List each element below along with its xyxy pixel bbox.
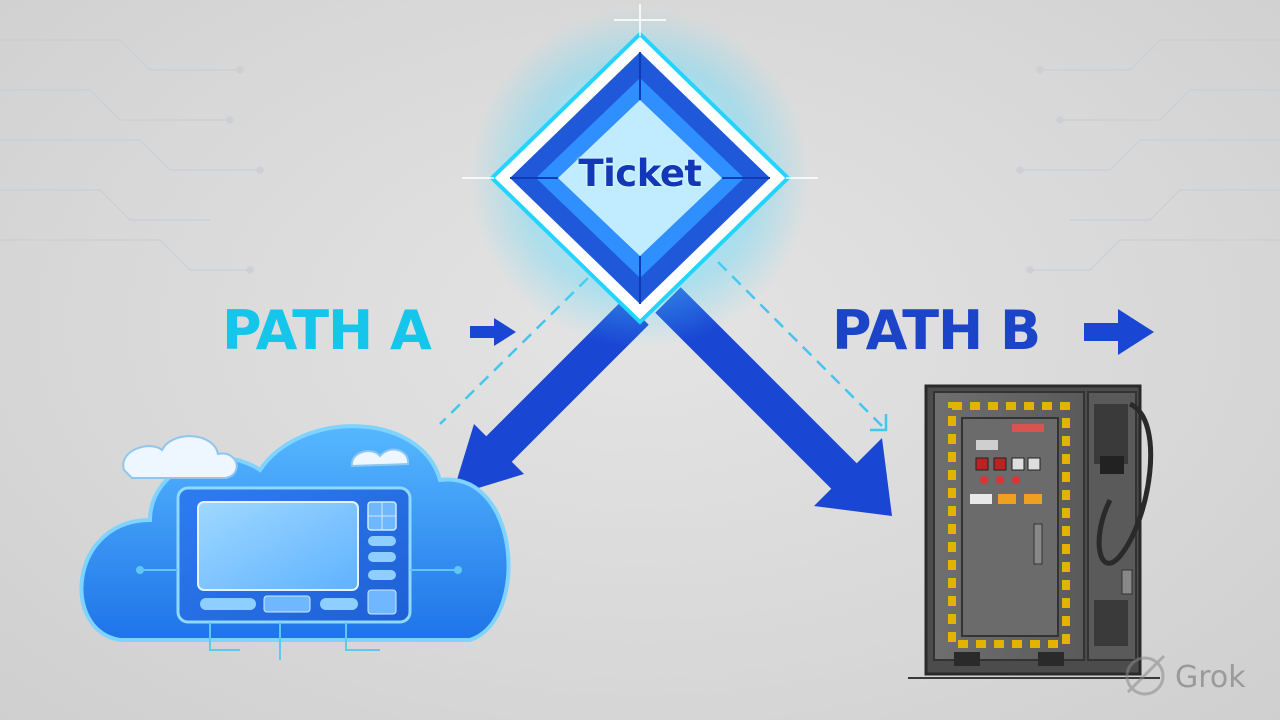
ticket-diamond bbox=[462, 4, 818, 348]
path-b-label: PATH B bbox=[832, 299, 1041, 362]
path-a-arrow-icon bbox=[470, 318, 516, 346]
cloud-device-icon bbox=[79, 424, 511, 660]
path-b-arrow-icon bbox=[1084, 309, 1154, 355]
circuit-pattern-right bbox=[1016, 39, 1280, 274]
ticket-label: Ticket bbox=[578, 152, 702, 195]
dashed-guide-left bbox=[439, 277, 589, 425]
server-cabinet-icon bbox=[908, 384, 1160, 679]
path-a-label: PATH A bbox=[222, 299, 432, 362]
dashed-guide-right bbox=[717, 261, 888, 432]
circuit-pattern-left bbox=[0, 39, 264, 274]
watermark-text: Grok bbox=[1175, 660, 1246, 695]
grok-logo-icon bbox=[1125, 654, 1166, 696]
